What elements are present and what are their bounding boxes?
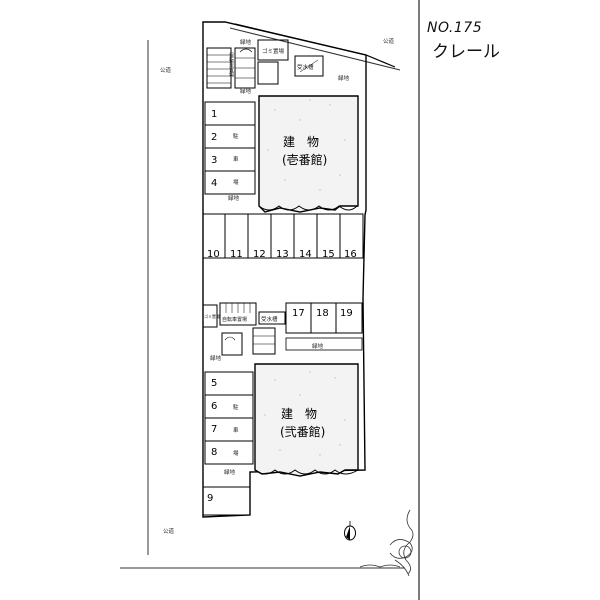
parking-block-west-1: 1 2 3 4 駐 車 場 — [204, 101, 256, 195]
parking-space-16: 16 — [344, 249, 357, 260]
parking-space-15: 15 — [322, 249, 335, 260]
greenery-label-1d: 緑地 — [228, 194, 240, 202]
parking-label-char-2: 車 — [233, 155, 239, 163]
parking-label-char-6: 場 — [233, 449, 239, 457]
parking-space-8: 8 — [211, 447, 217, 458]
building-1-title: 建 物 — [283, 135, 319, 149]
parking-row-east: 17 18 19 — [285, 302, 363, 334]
parking-space-6: 6 — [211, 401, 217, 412]
parking-space-9: 9 — [207, 493, 213, 504]
parking-space-1: 1 — [211, 109, 217, 120]
parking-space-13: 13 — [276, 249, 289, 260]
building-2-name: (弐番館) — [280, 424, 325, 439]
entrance-1 — [257, 61, 279, 85]
decorative-stamp — [359, 509, 414, 577]
bicycle-parking-1-label: 自転車置場 — [228, 51, 234, 78]
document-number: NO.175 — [427, 20, 482, 36]
parking-label-char-4: 駐 — [233, 403, 239, 411]
bicycle-parking-1 — [206, 47, 232, 89]
road-label-northeast: 公道 — [383, 37, 395, 45]
parking-space-18: 18 — [316, 308, 329, 319]
parking-space-2: 2 — [211, 132, 217, 143]
building-1-area: 自転車置場 ゴミ置場 受水槽 緑地 緑地 緑地 緑地 建 物 (壱番館) — [204, 38, 359, 213]
parking-space-7: 7 — [211, 424, 217, 435]
road-label-west-lower: 公道 — [163, 527, 175, 535]
parking-space-14: 14 — [299, 249, 312, 260]
trash-area-1-label: ゴミ置場 — [262, 47, 285, 55]
greenery-label-1b: 緑地 — [338, 74, 350, 82]
site-boundary-north-edge — [234, 23, 396, 68]
trash-area-2-label: ゴミ置場 — [204, 313, 220, 319]
greenery-label-2b: 緑地 — [210, 354, 222, 362]
parking-space-3: 3 — [211, 155, 217, 166]
parking-label-char-3: 場 — [233, 178, 239, 186]
parking-space-10: 10 — [207, 249, 220, 260]
building-2-balcony — [254, 469, 359, 475]
parking-row-middle: 10 11 12 13 14 15 16 — [202, 213, 364, 260]
parking-space-9-box — [202, 486, 251, 516]
entry-canopy-2 — [285, 337, 363, 351]
trash-area-2 — [202, 304, 218, 328]
road-line-north — [229, 27, 401, 71]
greenery-label-2a: 緑地 — [312, 342, 324, 350]
parking-space-17: 17 — [292, 308, 305, 319]
building-1-footprint — [258, 95, 359, 213]
parking-space-11: 11 — [230, 249, 243, 260]
parking-label-char-1: 駐 — [233, 132, 239, 140]
water-tank-1-label: 受水槽 — [297, 63, 314, 71]
building-1-balcony — [258, 205, 358, 211]
greenery-label-2c: 緑地 — [224, 468, 236, 476]
water-tank-2 — [258, 311, 286, 325]
parking-space-5: 5 — [211, 378, 217, 389]
entrance-2 — [221, 332, 243, 356]
water-tank-1 — [294, 55, 324, 77]
greenery-label-1a: 緑地 — [240, 38, 252, 46]
water-tank-2-label: 受水槽 — [261, 315, 278, 323]
north-arrow-icon — [344, 521, 356, 541]
greenery-label-1c: 緑地 — [240, 87, 252, 95]
parking-label-char-5: 車 — [233, 426, 239, 434]
property-name: クレール — [432, 42, 500, 62]
building-2-title: 建 物 — [281, 407, 317, 421]
road-label-west-upper: 公道 — [160, 66, 172, 74]
bicycle-parking-2-label: 自転車置場 — [222, 316, 247, 323]
building-2-area: ゴミ置場 自転車置場 受水槽 緑地 緑地 緑地 17 18 19 — [202, 302, 363, 516]
parking-space-19: 19 — [340, 308, 353, 319]
parking-space-12: 12 — [253, 249, 266, 260]
stair-2 — [252, 327, 276, 355]
building-1-name: (壱番館) — [282, 152, 327, 167]
parking-block-west-2: 5 6 7 8 駐 車 場 — [204, 371, 254, 465]
parking-space-4: 4 — [211, 178, 217, 189]
trash-area-1 — [257, 39, 289, 61]
